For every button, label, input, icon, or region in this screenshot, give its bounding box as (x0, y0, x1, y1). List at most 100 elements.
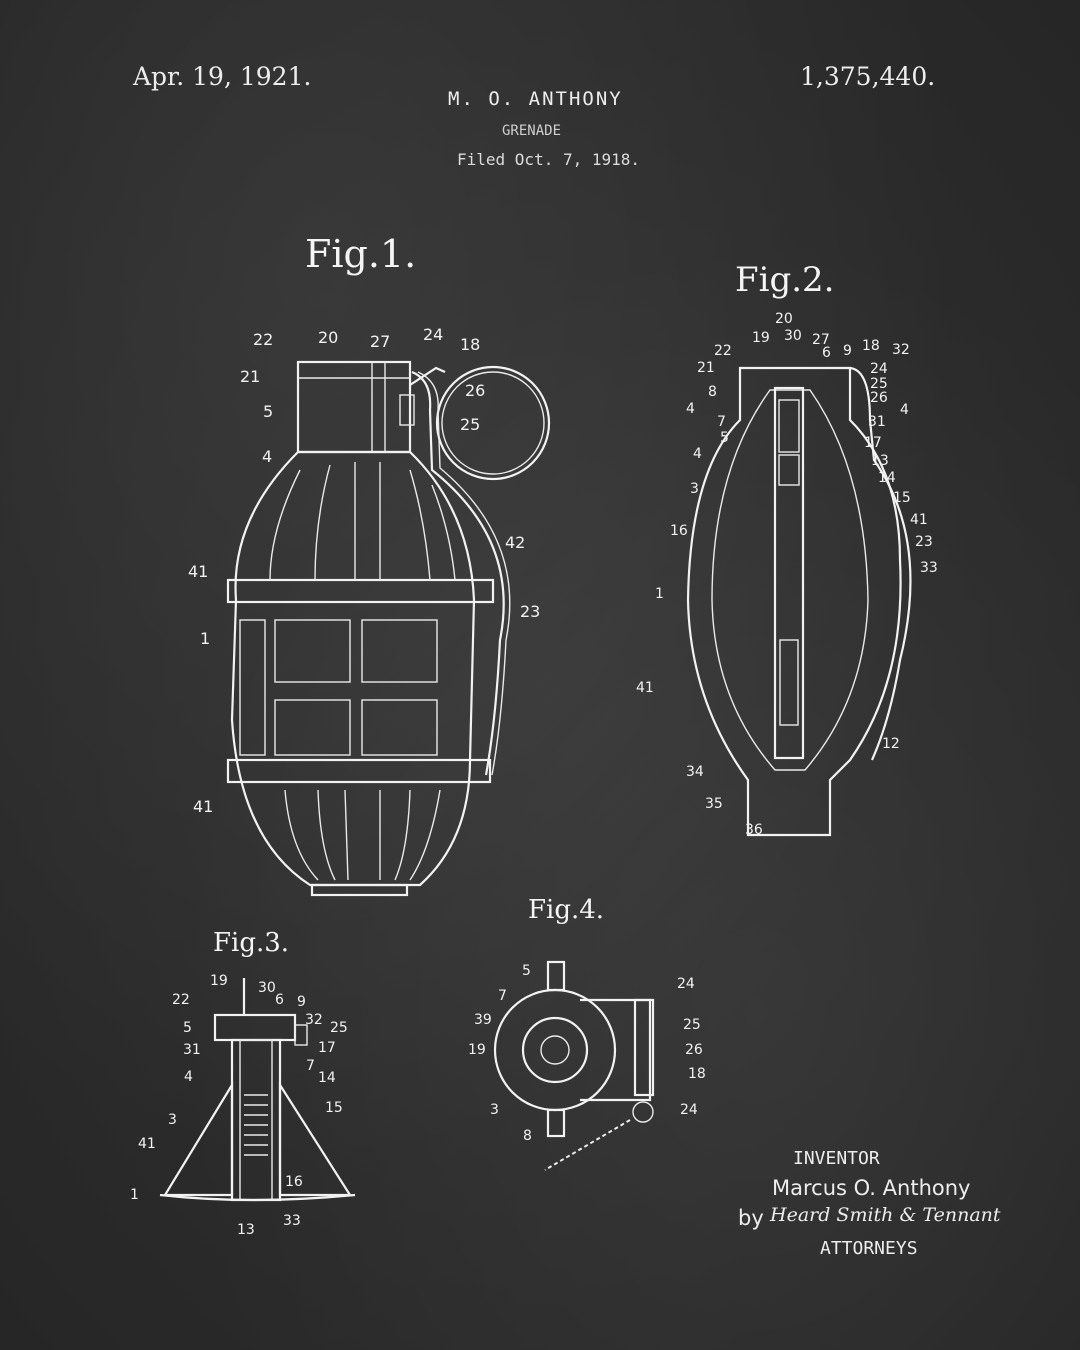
svg-text:26: 26 (870, 390, 888, 406)
svg-text:8: 8 (708, 384, 717, 400)
svg-text:23: 23 (915, 534, 933, 550)
inventor-name: Marcus O. Anthony (772, 1176, 971, 1200)
svg-text:41: 41 (910, 512, 928, 528)
svg-text:26: 26 (465, 381, 485, 400)
svg-text:6: 6 (275, 992, 284, 1008)
svg-text:3: 3 (490, 1102, 499, 1118)
svg-text:39: 39 (474, 1012, 492, 1028)
svg-text:12: 12 (882, 736, 900, 752)
svg-text:32: 32 (892, 342, 910, 358)
svg-text:5: 5 (183, 1020, 192, 1036)
svg-text:16: 16 (285, 1174, 303, 1190)
svg-text:3: 3 (690, 481, 699, 497)
svg-text:17: 17 (318, 1040, 336, 1056)
svg-text:5: 5 (263, 402, 273, 421)
svg-text:21: 21 (697, 360, 715, 376)
fig4-caption: Fig.4. (528, 895, 605, 925)
fig1-caption: Fig.1. (305, 232, 417, 276)
patent-title: GRENADE (502, 123, 562, 139)
by-label: by (738, 1206, 764, 1230)
fig3-drawing: 19 30 6 9 22 5 32 25 31 17 7 4 14 15 3 4… (130, 973, 356, 1238)
svg-text:41: 41 (188, 562, 208, 581)
svg-text:34: 34 (686, 764, 704, 780)
svg-text:33: 33 (283, 1213, 301, 1229)
fig2-drawing: 20 19 30 27 6 9 18 32 22 21 24 25 26 8 4… (636, 311, 938, 838)
svg-text:8: 8 (523, 1128, 532, 1144)
svg-text:31: 31 (868, 414, 886, 430)
svg-text:4: 4 (262, 447, 272, 466)
fig1-drawing: 22 20 27 24 18 21 5 26 25 4 42 41 23 1 4… (188, 325, 551, 897)
fig2-caption: Fig.2. (735, 260, 835, 300)
svg-text:36: 36 (745, 822, 763, 838)
patent-number: 1,375,440. (800, 62, 936, 91)
svg-text:19: 19 (210, 973, 228, 989)
svg-text:18: 18 (862, 338, 880, 354)
svg-text:24: 24 (423, 325, 443, 344)
svg-text:7: 7 (306, 1058, 315, 1074)
svg-text:26: 26 (685, 1042, 703, 1058)
svg-text:15: 15 (325, 1100, 343, 1116)
inventor-header: M. O. ANTHONY (448, 88, 623, 110)
svg-text:20: 20 (775, 311, 793, 327)
svg-text:25: 25 (683, 1017, 701, 1033)
svg-text:23: 23 (520, 602, 540, 621)
svg-text:22: 22 (714, 343, 732, 359)
patent-date: Apr. 19, 1921. (133, 62, 312, 91)
svg-text:15: 15 (893, 490, 911, 506)
filed-date: Filed Oct. 7, 1918. (457, 150, 641, 169)
svg-text:41: 41 (138, 1136, 156, 1152)
svg-text:4: 4 (184, 1069, 193, 1085)
svg-text:24: 24 (677, 976, 695, 992)
svg-text:7: 7 (498, 988, 507, 1004)
svg-text:4: 4 (686, 401, 695, 417)
svg-text:13: 13 (871, 453, 889, 469)
svg-text:1: 1 (655, 586, 664, 602)
svg-text:25: 25 (330, 1020, 348, 1036)
svg-text:4: 4 (693, 446, 702, 462)
svg-text:21: 21 (240, 367, 260, 386)
svg-text:33: 33 (920, 560, 938, 576)
svg-text:1: 1 (200, 629, 210, 648)
svg-text:1: 1 (130, 1187, 139, 1203)
svg-text:25: 25 (870, 376, 888, 392)
svg-text:9: 9 (297, 994, 306, 1010)
svg-text:22: 22 (172, 992, 190, 1008)
svg-text:24: 24 (870, 361, 888, 377)
svg-text:42: 42 (505, 533, 525, 552)
svg-text:25: 25 (460, 415, 480, 434)
svg-text:27: 27 (812, 332, 830, 348)
svg-text:14: 14 (318, 1070, 336, 1086)
svg-text:17: 17 (864, 435, 882, 451)
fig1-label: 22 (253, 330, 273, 349)
svg-text:19: 19 (752, 330, 770, 346)
svg-text:18: 18 (460, 335, 480, 354)
fig3-caption: Fig.3. (213, 928, 290, 958)
svg-text:31: 31 (183, 1042, 201, 1058)
attorneys-signature: Heard Smith & Tennant (770, 1204, 1001, 1226)
svg-text:3: 3 (168, 1112, 177, 1128)
svg-text:32: 32 (305, 1012, 323, 1028)
svg-text:20: 20 (318, 328, 338, 347)
svg-text:19: 19 (468, 1042, 486, 1058)
svg-text:27: 27 (370, 332, 390, 351)
svg-text:6: 6 (822, 345, 831, 361)
svg-text:5: 5 (522, 963, 531, 979)
svg-text:4: 4 (900, 402, 909, 418)
svg-text:30: 30 (258, 980, 276, 996)
svg-text:7: 7 (717, 414, 726, 430)
svg-text:9: 9 (843, 343, 852, 359)
svg-text:24: 24 (680, 1102, 698, 1118)
inventor-label: INVENTOR (793, 1148, 880, 1169)
svg-text:14: 14 (878, 470, 896, 486)
fig4-drawing: 5 24 7 25 39 26 19 18 3 24 8 (468, 960, 706, 1171)
svg-text:41: 41 (636, 680, 654, 696)
svg-text:16: 16 (670, 523, 688, 539)
svg-text:5: 5 (720, 430, 729, 446)
svg-text:35: 35 (705, 796, 723, 812)
svg-text:30: 30 (784, 328, 802, 344)
svg-text:18: 18 (688, 1066, 706, 1082)
svg-text:41: 41 (193, 797, 213, 816)
attorneys-label: ATTORNEYS (820, 1238, 918, 1259)
